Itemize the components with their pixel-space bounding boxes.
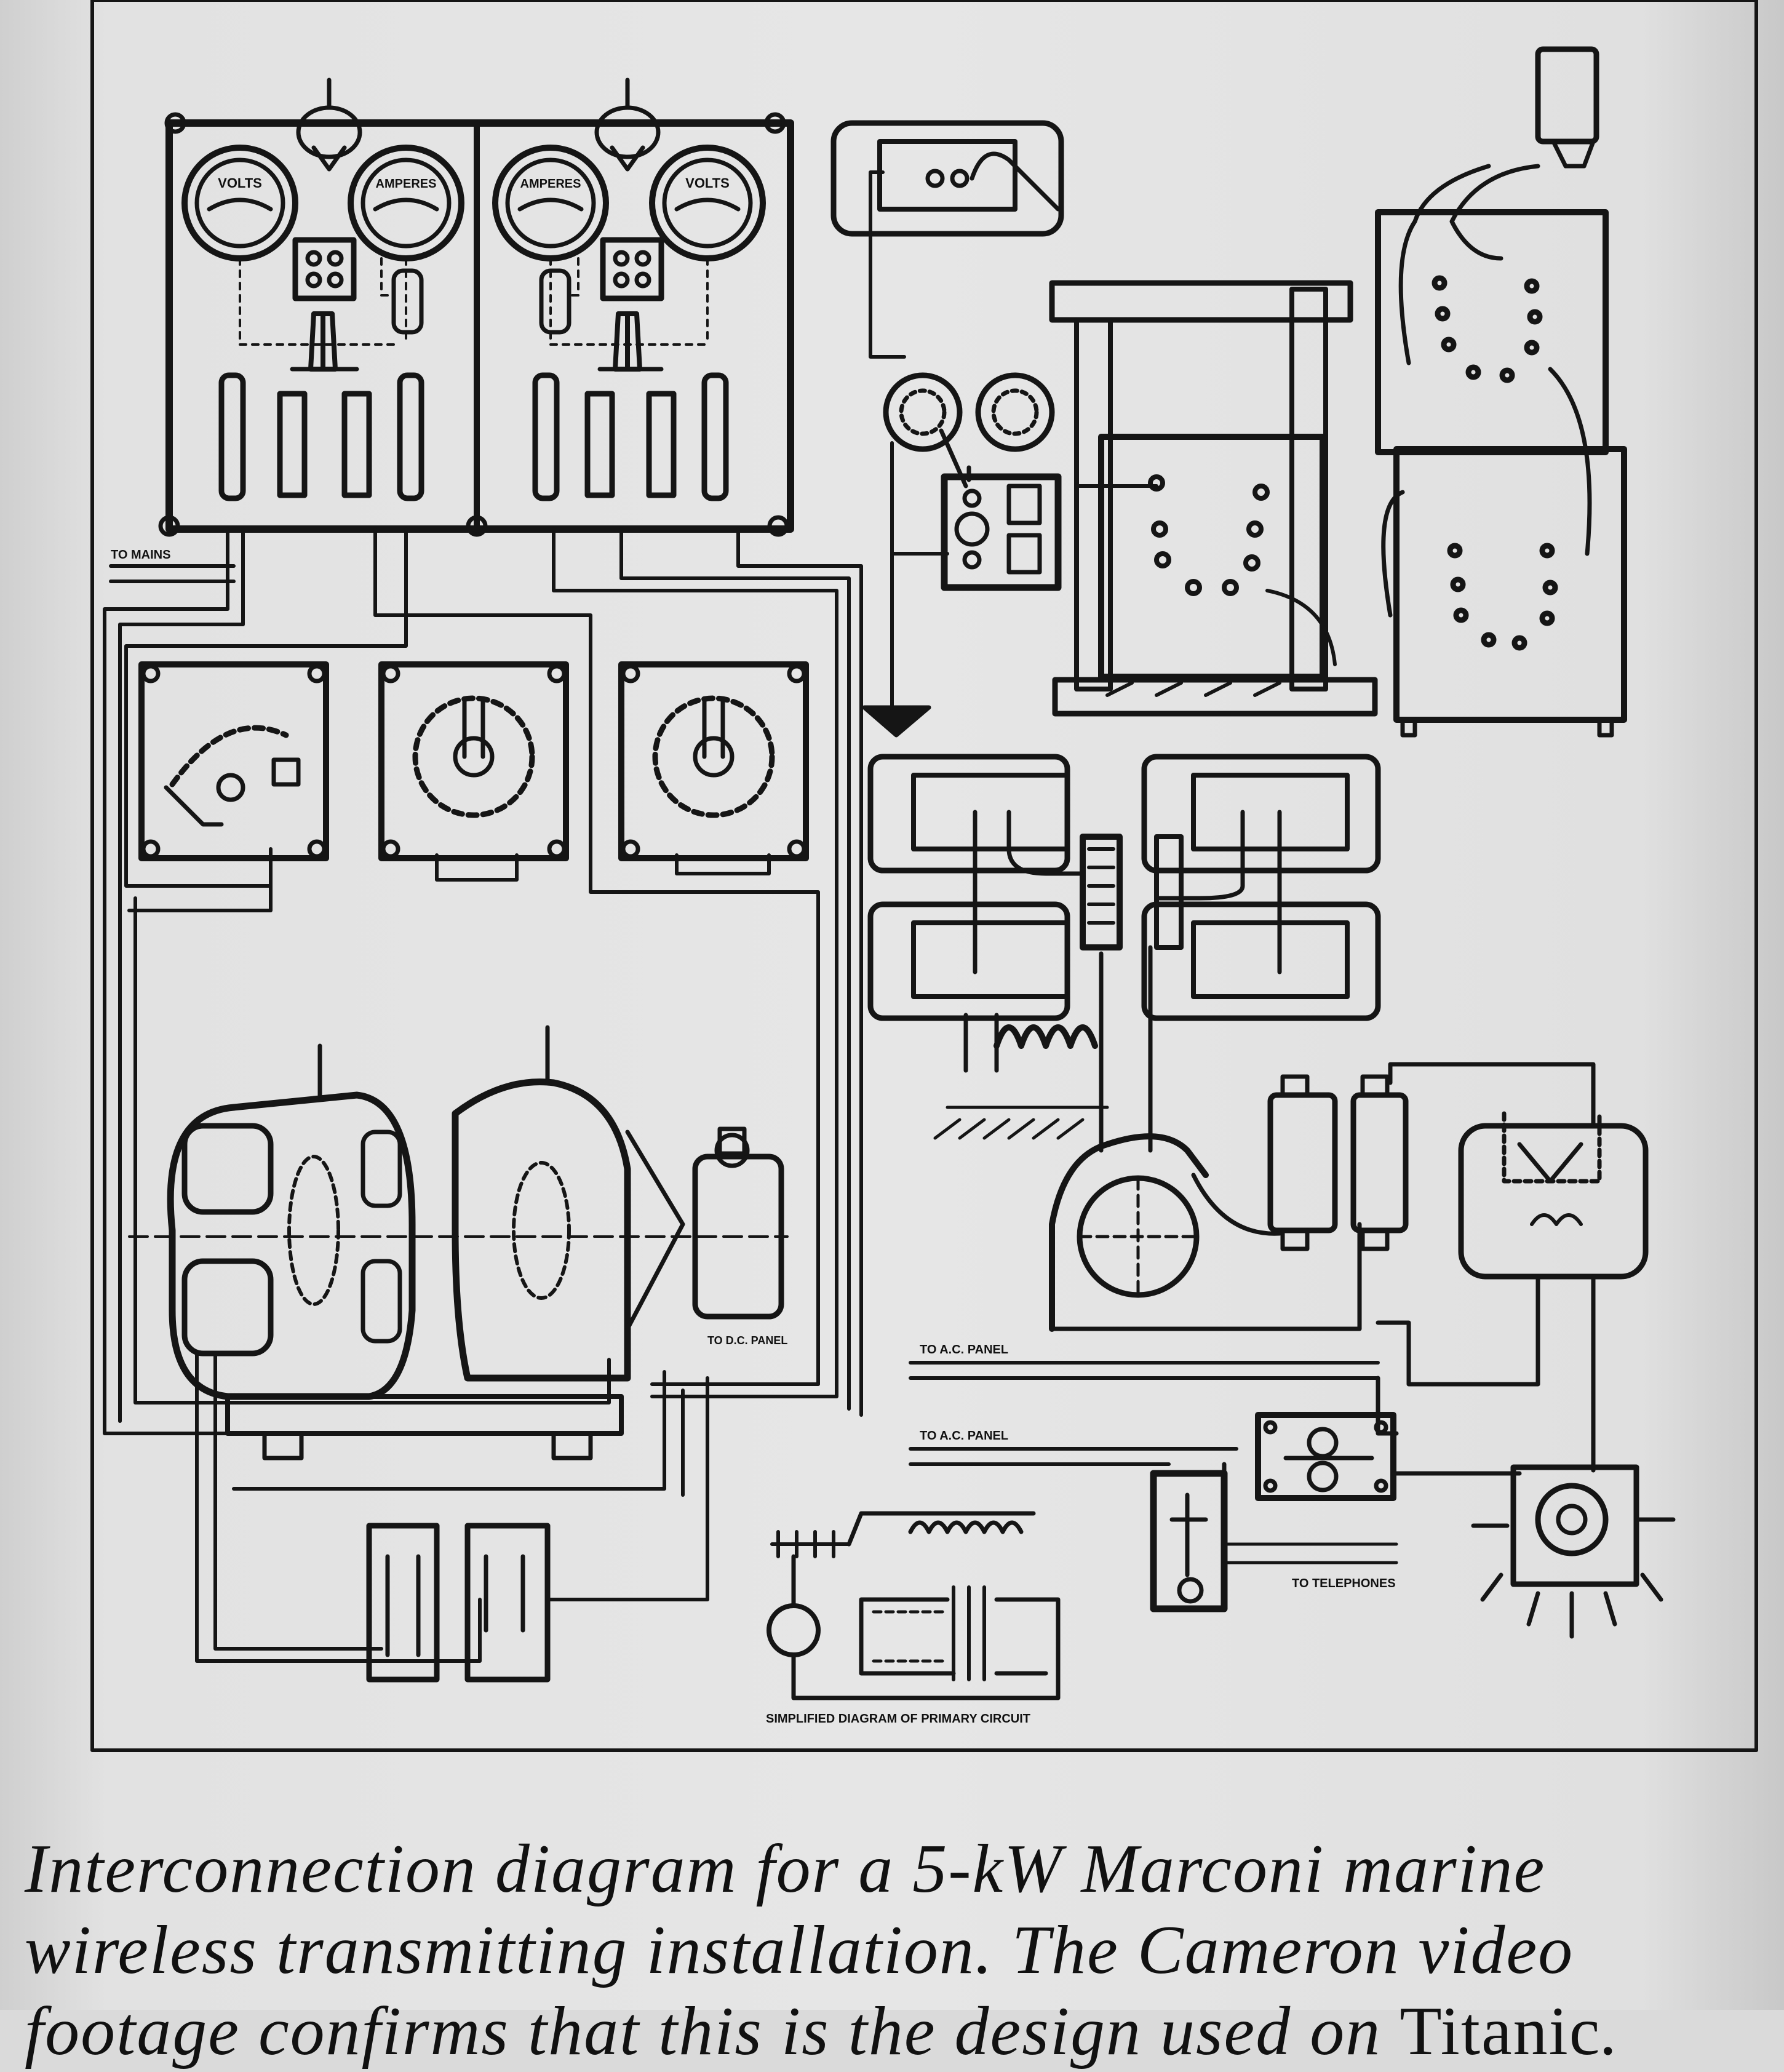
- ammeter-left: AMPERES: [348, 145, 464, 261]
- transformer-box: [1376, 1062, 1649, 1473]
- reactance-condensers: [1191, 1074, 1409, 1251]
- motor-generator-icon: TO D.C. PANEL: [128, 1025, 789, 1460]
- tuning-dial-icon: [883, 372, 1055, 452]
- condenser-cabinet: [1375, 46, 1627, 738]
- simplified-primary-circuit: SIMPLIFIED DIAGRAM OF PRIMARY CIRCUIT: [766, 1511, 1061, 1726]
- label-to-ac-panel-2: TO A.C. PANEL: [920, 1429, 1008, 1443]
- label-simplified-diagram: SIMPLIFIED DIAGRAM OF PRIMARY CIRCUIT: [766, 1712, 1030, 1726]
- rotary-discharger-icon: [1049, 945, 1362, 1332]
- caption-end: .: [1601, 1993, 1620, 2070]
- inductance-coils: [867, 754, 1381, 1021]
- meter-label: AMPERES: [376, 177, 437, 191]
- label-to-mains: TO MAINS: [111, 548, 170, 562]
- relay-box: [1255, 1412, 1396, 1501]
- caption-ship-name: Titanic: [1400, 1993, 1601, 2070]
- label-to-ac-panel-1: TO A.C. PANEL: [920, 1343, 1008, 1357]
- voltmeter-left: VOLTS: [181, 145, 298, 261]
- figure-caption: Interconnection diagram for a 5-kW Marco…: [25, 1828, 1766, 2072]
- telegraph-key-icon: [1150, 1462, 1398, 1612]
- label-to-dc-panel: TO D.C. PANEL: [707, 1334, 787, 1347]
- coil-icon: [933, 1013, 1109, 1140]
- starter-panel: [138, 661, 329, 861]
- key-box: [830, 120, 1064, 237]
- ammeter-right: AMPERES: [492, 145, 609, 261]
- fuse-icon: [218, 372, 729, 501]
- interconnection-diagram: VOLTS AMPERES AMPERES VOLTS: [90, 0, 1758, 1752]
- aerial-switch-icon: [1471, 1464, 1676, 1639]
- voltmeter-right: VOLTS: [649, 145, 766, 261]
- meter-label: VOLTS: [685, 175, 730, 191]
- coupling-box: [941, 473, 1062, 591]
- meter-label: AMPERES: [520, 177, 581, 191]
- knife-switch-icon: [366, 1523, 551, 1683]
- field-regulator-1: [378, 661, 569, 861]
- ground-icon: [862, 705, 931, 738]
- diagram-frame: [90, 0, 1758, 1752]
- transformer-frame: [1049, 280, 1378, 717]
- lamp-icon: [296, 78, 661, 172]
- meter-label: VOLTS: [218, 175, 262, 191]
- switchboard: VOLTS AMPERES AMPERES VOLTS: [158, 78, 794, 537]
- field-regulator-2: [618, 661, 809, 861]
- label-to-telephones: TO TELEPHONES: [1292, 1577, 1396, 1590]
- caption-text: Interconnection diagram for a 5-kW Marco…: [25, 1831, 1574, 2070]
